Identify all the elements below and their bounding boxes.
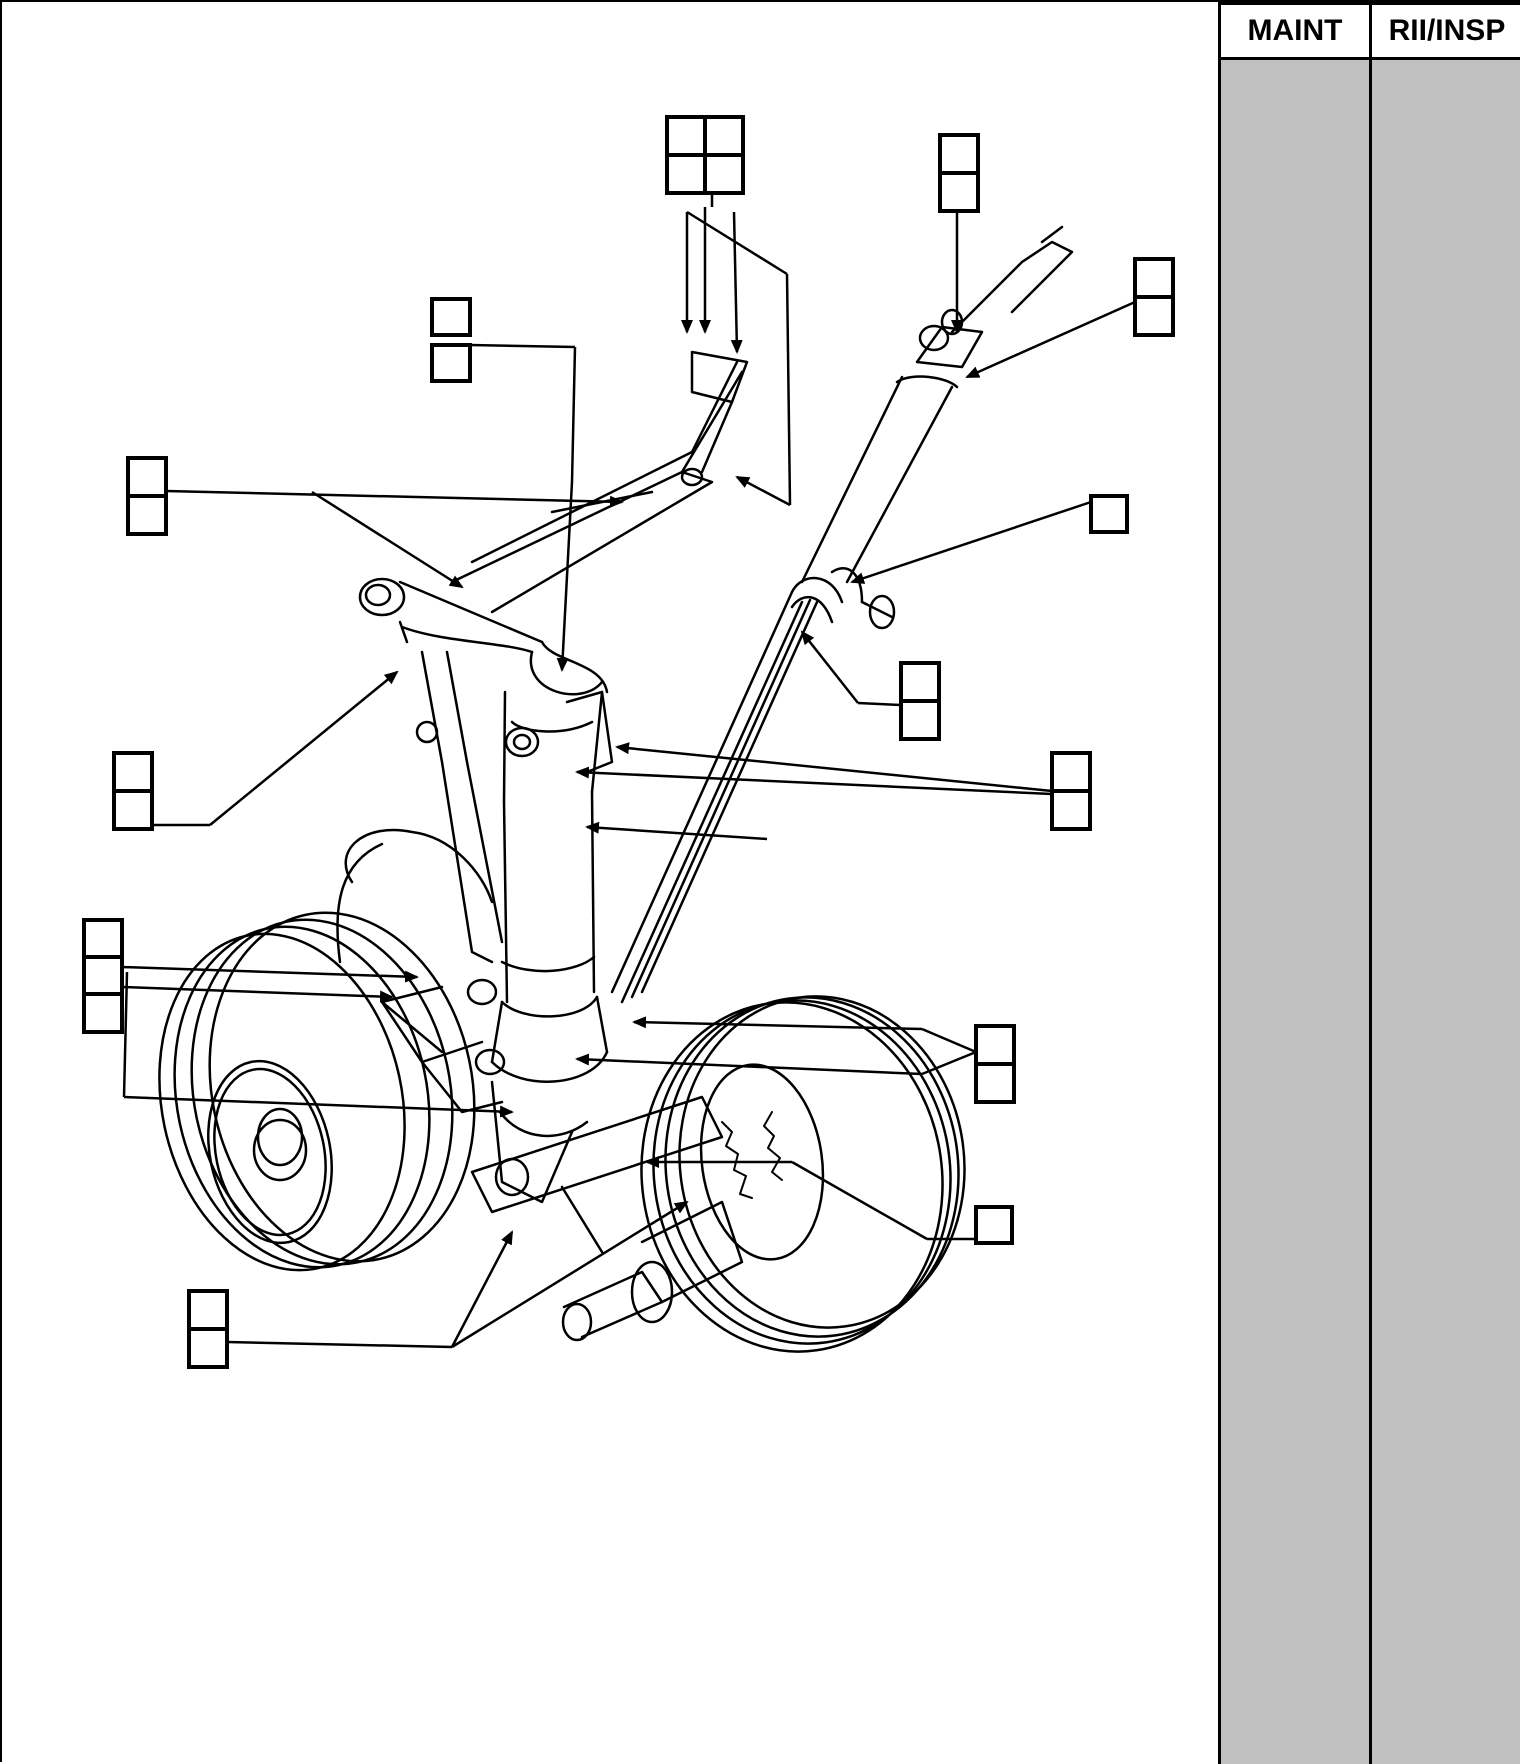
- callout-boxes: [82, 115, 1175, 1369]
- callout-box-i: [112, 751, 154, 831]
- callout-box-c: [938, 133, 980, 213]
- leader-lines: [121, 193, 1136, 1349]
- trunnion: [358, 577, 614, 804]
- maint-column-header: MAINT: [1221, 2, 1369, 60]
- rii-insp-column-header: RII/INSP: [1372, 2, 1520, 60]
- callout-box-f: [1089, 494, 1129, 534]
- callout-box-m: [187, 1289, 229, 1369]
- axle: [470, 1095, 744, 1342]
- lower-linkage: [380, 985, 504, 1114]
- main-strut: [466, 790, 609, 1204]
- rii-insp-column: RII/INSP: [1372, 2, 1520, 1764]
- callout-box-e: [126, 456, 168, 536]
- landing-gear-illustration: [158, 225, 1074, 1353]
- callout-box-k: [974, 1024, 1016, 1104]
- callout-box-d: [1133, 257, 1175, 337]
- callout-box-b: [430, 297, 472, 383]
- maint-signoff-area[interactable]: [1221, 60, 1369, 1764]
- maint-column: MAINT: [1221, 2, 1372, 1764]
- side-brace-left: [398, 620, 504, 964]
- sign-off-columns: MAINT RII/INSP: [1218, 2, 1520, 1764]
- callout-box-l: [974, 1205, 1014, 1245]
- callout-box-j: [82, 918, 124, 1034]
- retract-actuator: [610, 225, 1074, 1004]
- rear-wheel-left: [336, 828, 494, 964]
- landing-gear-diagram: [82, 115, 1175, 1369]
- callout-box-a: [665, 115, 745, 195]
- left-wheel: [158, 911, 476, 1272]
- rii-insp-signoff-area[interactable]: [1372, 60, 1520, 1764]
- callout-box-h: [1050, 751, 1092, 831]
- right-wheel: [640, 995, 966, 1353]
- drag-brace: [450, 350, 749, 614]
- callout-box-g: [899, 661, 941, 741]
